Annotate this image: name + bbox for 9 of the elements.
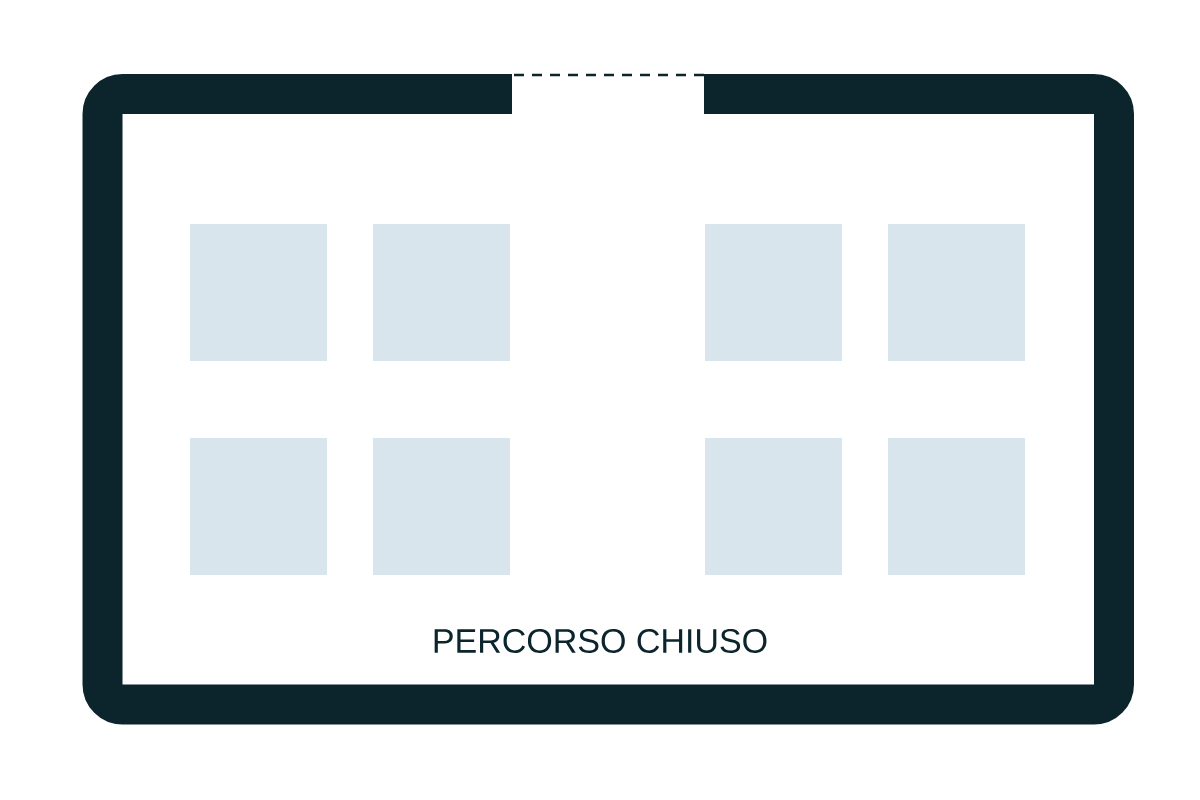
table-square <box>373 438 510 575</box>
table-square <box>705 224 842 361</box>
table-square <box>190 224 327 361</box>
table-square <box>888 224 1025 361</box>
room-label: PERCORSO CHIUSO <box>434 628 767 653</box>
table-square <box>888 438 1025 575</box>
table-square <box>190 438 327 575</box>
table-square <box>705 438 842 575</box>
table-square <box>373 224 510 361</box>
